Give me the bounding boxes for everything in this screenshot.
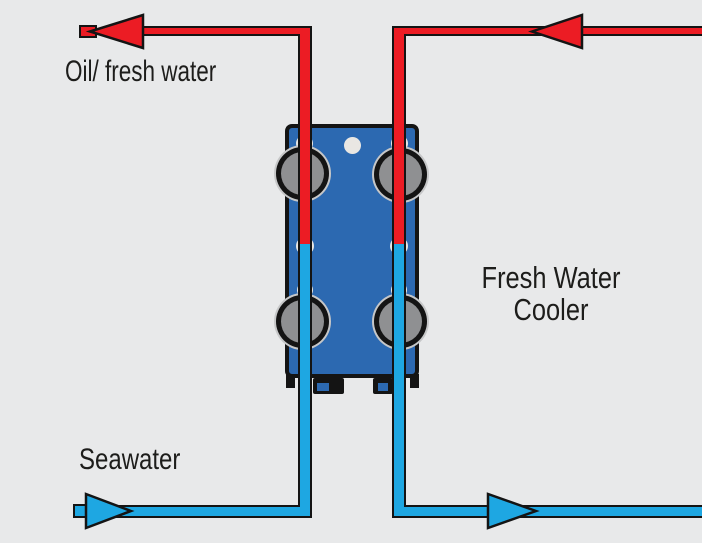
port-top-right bbox=[372, 146, 429, 203]
cold-fill-bottom-left bbox=[88, 507, 310, 516]
cooler-label-line2: Cooler bbox=[513, 292, 589, 327]
cooler-foot-left-notch bbox=[317, 383, 329, 391]
cooler-foot-right-notch bbox=[378, 383, 388, 391]
body-corner-tab-left bbox=[286, 374, 295, 388]
cold-outlet-arrow bbox=[486, 492, 540, 530]
cold-fill-left-vertical bbox=[300, 244, 310, 516]
cold-fill-right-vertical bbox=[394, 244, 404, 516]
cooler-label-line1: Fresh Water bbox=[481, 260, 621, 295]
cold-line-label: Seawater bbox=[79, 443, 181, 476]
bolt-icon bbox=[344, 137, 361, 154]
cooler-foot-left bbox=[313, 378, 344, 394]
cooler-foot-right bbox=[373, 378, 393, 394]
cold-fill-bottom-right bbox=[394, 507, 702, 516]
cold-inlet-arrow bbox=[84, 492, 135, 530]
hot-inlet-arrow bbox=[528, 13, 584, 50]
hot-outlet-arrow bbox=[85, 13, 145, 50]
body-corner-tab-right bbox=[410, 374, 419, 388]
hot-fill-right-vertical bbox=[394, 28, 404, 244]
cooler-label: Fresh Water Cooler bbox=[453, 262, 650, 326]
hot-fill-top-left bbox=[143, 28, 310, 34]
hot-line-label: Oil/ fresh water bbox=[65, 55, 217, 88]
hot-fill-left-vertical bbox=[300, 28, 310, 244]
